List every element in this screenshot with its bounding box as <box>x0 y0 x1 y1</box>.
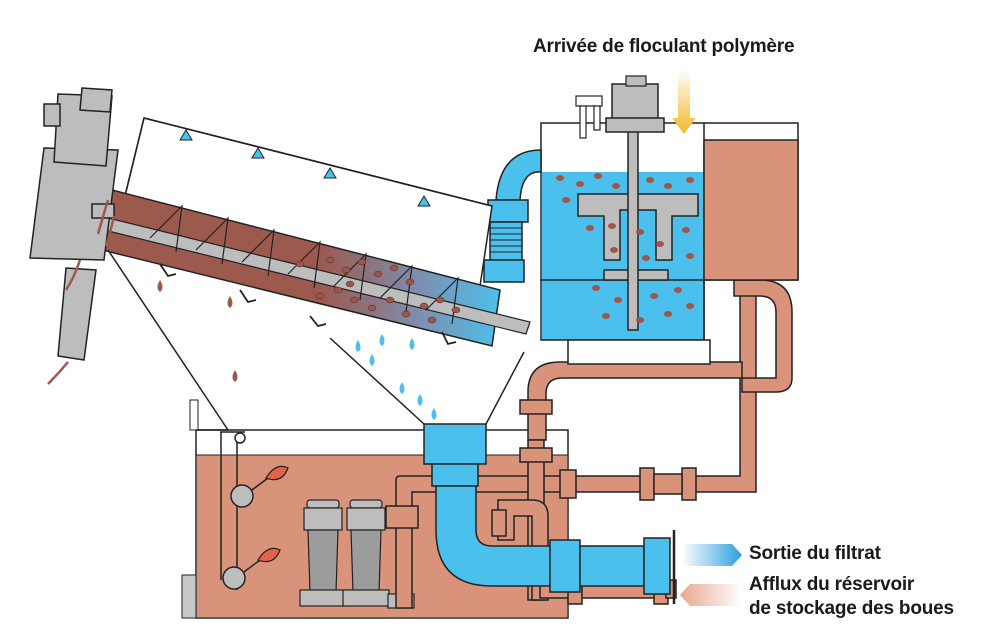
flocculation-mixer <box>575 75 699 331</box>
filtrate-outlet-arrow <box>682 544 742 566</box>
sludge-inflow-label-line2: de stockage des boues <box>749 598 954 619</box>
filtrate-droplets <box>355 334 437 420</box>
filtrate-outlet-label: Sortie du filtrat <box>749 543 881 564</box>
float-switch-assembly <box>220 431 289 590</box>
connecting-hose <box>483 149 542 283</box>
screw-drive-motor <box>29 87 119 361</box>
screw-press-drum <box>95 189 531 347</box>
floc-particles <box>556 173 694 323</box>
sludge-inflow-label-line1: Afflux du réservoir <box>749 574 915 595</box>
sludge-inflow-arrow <box>680 584 742 606</box>
sludge-cake-discharge <box>47 199 116 385</box>
sludge-pipes <box>385 279 793 609</box>
filtrate-pipe <box>423 423 676 604</box>
sludge-drops <box>157 280 238 382</box>
flocculant-inlet-label: Arrivée de floculant polymère <box>533 36 795 57</box>
wash-spray-nozzles <box>179 129 431 207</box>
filtrate-hopper <box>107 249 525 431</box>
polymer-inlet-arrow <box>672 70 696 134</box>
submersible-pumps <box>299 499 415 609</box>
